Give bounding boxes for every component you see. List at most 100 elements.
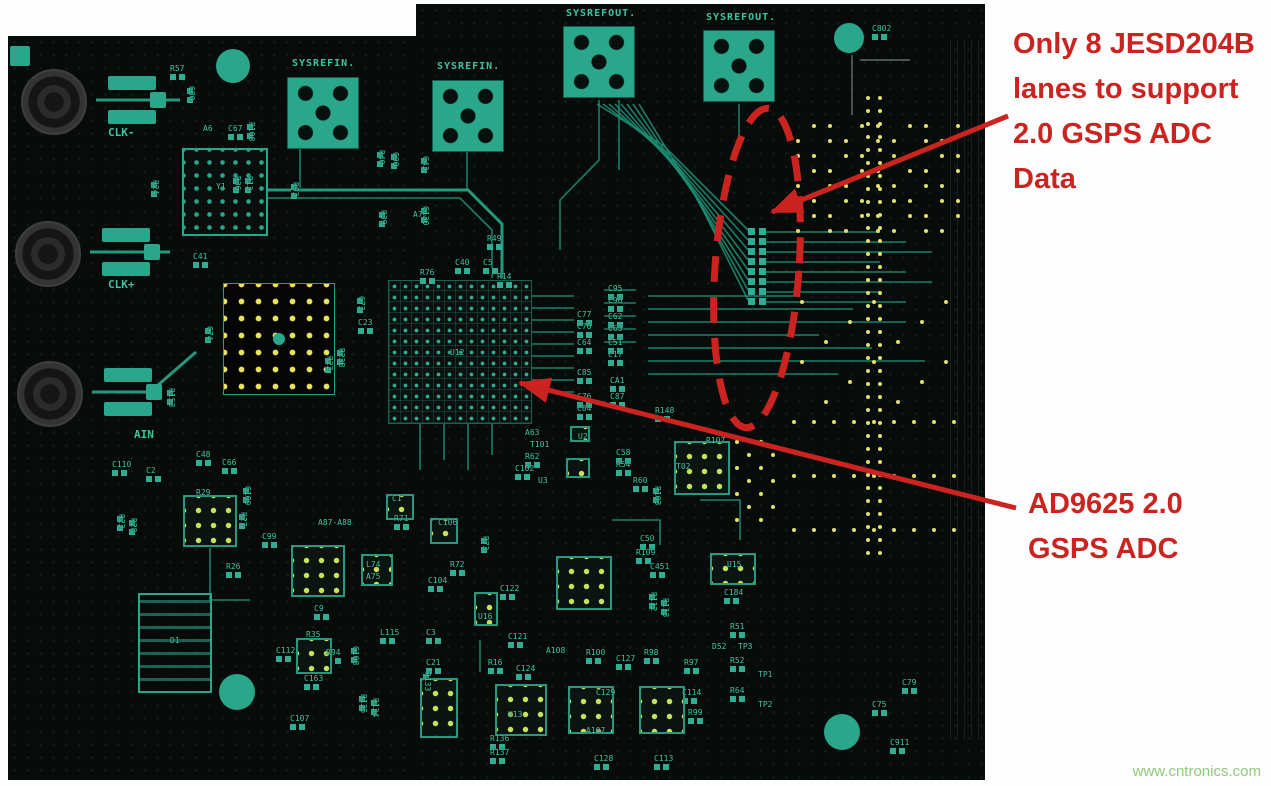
ref-label: C70 (577, 322, 592, 331)
ref-label: C109 (243, 486, 252, 506)
ic-chip (296, 638, 332, 674)
callout-text-line: lanes to support (1013, 73, 1239, 105)
smd-pad (586, 658, 601, 664)
smd-pad (262, 542, 277, 548)
ref-label: R73 (481, 536, 490, 551)
via (952, 420, 956, 424)
smd-pad (151, 182, 157, 197)
callout-text-line: AD9625 2.0 (1028, 488, 1183, 520)
ref-label: R93 (291, 182, 300, 197)
smd-pad (724, 598, 739, 604)
jesd-lane-pad (748, 228, 766, 235)
via (878, 382, 882, 386)
via (940, 184, 944, 188)
via (812, 474, 816, 478)
smd-pad (222, 468, 237, 474)
via (892, 474, 896, 478)
smd-pad (902, 688, 917, 694)
smd-pad (608, 322, 623, 328)
watermark: www.cntronics.com (1132, 763, 1261, 780)
ref-label: R153 (167, 388, 176, 408)
ref-label: C124 (516, 664, 536, 673)
via (912, 528, 916, 532)
ic-chip (361, 554, 393, 586)
smd-pad (450, 570, 465, 576)
via (876, 184, 880, 188)
via (892, 420, 896, 424)
smd-pad (187, 88, 193, 103)
ref-label: C87 (610, 392, 625, 401)
ref-label: L115 (380, 628, 400, 637)
via (812, 169, 816, 173)
via (878, 356, 882, 360)
via (812, 199, 816, 203)
ref-label: R27 (239, 512, 248, 527)
via (940, 139, 944, 143)
ref-label: U3 (538, 476, 548, 485)
ic-chip (183, 495, 237, 547)
connector-pad (144, 244, 160, 260)
ref-label: R97 (684, 658, 699, 667)
ref-label: C1 (392, 494, 402, 503)
ref-label: C79 (902, 678, 917, 687)
ref-label: C80 (187, 86, 196, 101)
ic-chip (474, 592, 498, 626)
smd-pad (426, 668, 441, 674)
via-grid-component (223, 283, 335, 395)
ref-label: R99 (688, 708, 703, 717)
connector-pad (108, 110, 156, 124)
via (924, 169, 928, 173)
ref-label: C85 (577, 368, 592, 377)
ic-chip (495, 684, 547, 736)
sma-connector (17, 361, 83, 427)
via (866, 187, 870, 191)
connector-label: CLK- (108, 126, 135, 139)
ref-label: U12 (450, 348, 465, 357)
via (908, 169, 912, 173)
ref-label: C106 (438, 518, 458, 527)
smd-pad (196, 460, 211, 466)
ref-label: R35 (306, 630, 321, 639)
via (866, 122, 870, 126)
smd-pad (508, 642, 523, 648)
via (759, 518, 763, 522)
ref-label: R113 (661, 598, 670, 618)
via (876, 229, 880, 233)
ref-label: C90 (391, 152, 400, 167)
via (878, 499, 882, 503)
via (878, 330, 882, 334)
via (878, 395, 882, 399)
ref-label: R24 (151, 180, 160, 195)
via (866, 551, 870, 555)
via (920, 380, 924, 384)
via (924, 184, 928, 188)
via (828, 124, 832, 128)
smd-pad (290, 724, 305, 730)
ref-label: R29 (196, 488, 211, 497)
crystal-area (182, 148, 268, 236)
ref-label: R103 (653, 486, 662, 506)
via (878, 551, 882, 555)
via (878, 148, 882, 152)
via (878, 291, 882, 295)
via (866, 512, 870, 516)
via (956, 124, 960, 128)
via (866, 486, 870, 490)
smd-pad (608, 348, 623, 354)
ref-label: C58 (616, 448, 631, 457)
smd-pad (359, 696, 365, 711)
ref-label: C48 (196, 450, 211, 459)
via (876, 124, 880, 128)
smd-pad (649, 594, 655, 609)
smd-pad (872, 34, 887, 40)
via (876, 169, 880, 173)
ic-chip (568, 686, 614, 734)
ref-label: C96 (608, 296, 623, 305)
callout-text-line: Data (1013, 163, 1076, 195)
smd-pad (483, 268, 498, 274)
via (792, 474, 796, 478)
connector-label: CLK+ (108, 278, 135, 291)
via (944, 360, 948, 364)
smd-pad (640, 544, 655, 550)
ref-label: U2 (578, 432, 588, 441)
